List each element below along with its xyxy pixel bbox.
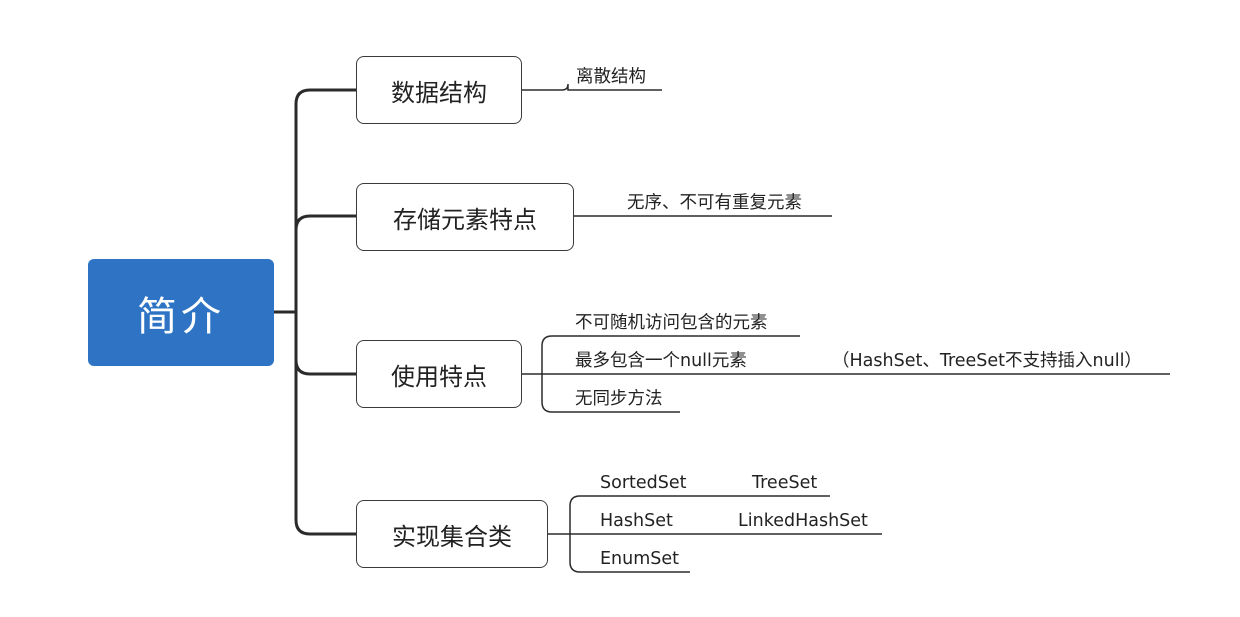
leaf-line-impl-3: [569, 534, 690, 573]
branch-label: 实现集合类: [392, 522, 512, 551]
root-node: 简介: [88, 259, 274, 366]
leaf-discrete-structure: 离散结构: [576, 67, 646, 87]
leaf-treeset: TreeSet: [752, 473, 818, 493]
leaf-no-random-access: 不可随机访问包含的元素: [575, 313, 768, 333]
branch-label: 使用特点: [391, 362, 487, 391]
branch-implementations: 实现集合类: [356, 500, 548, 568]
branch-usage-traits: 使用特点: [356, 340, 522, 408]
leaf-one-null: 最多包含一个null元素: [575, 351, 747, 371]
branch3-connector: [294, 358, 359, 376]
leaf-null-note: （HashSet、TreeSet不支持插入null）: [832, 351, 1142, 371]
branch2-connector: [294, 214, 359, 232]
branch-data-structure: 数据结构: [356, 56, 522, 124]
leaf-line-usage-3: [541, 374, 680, 413]
leaf-sortedset: SortedSet: [600, 473, 687, 493]
leaf-line-impl-1: [548, 495, 830, 535]
root-label: 简介: [137, 293, 225, 340]
leaf-enumset: EnumSet: [600, 549, 680, 569]
leaf-hashset: HashSet: [600, 511, 673, 531]
trunk-connector: [294, 88, 359, 536]
leaf-line-usage-1: [522, 335, 800, 375]
leaf-line-data-structure: [522, 83, 662, 91]
branch-storage-traits: 存储元素特点: [356, 183, 574, 251]
branch-label: 数据结构: [391, 78, 487, 107]
leaf-no-sync: 无同步方法: [575, 389, 663, 409]
leaf-linkedhashset: LinkedHashSet: [738, 511, 868, 531]
leaf-unordered-unique: 无序、不可有重复元素: [627, 193, 802, 213]
branch-label: 存储元素特点: [393, 205, 537, 234]
